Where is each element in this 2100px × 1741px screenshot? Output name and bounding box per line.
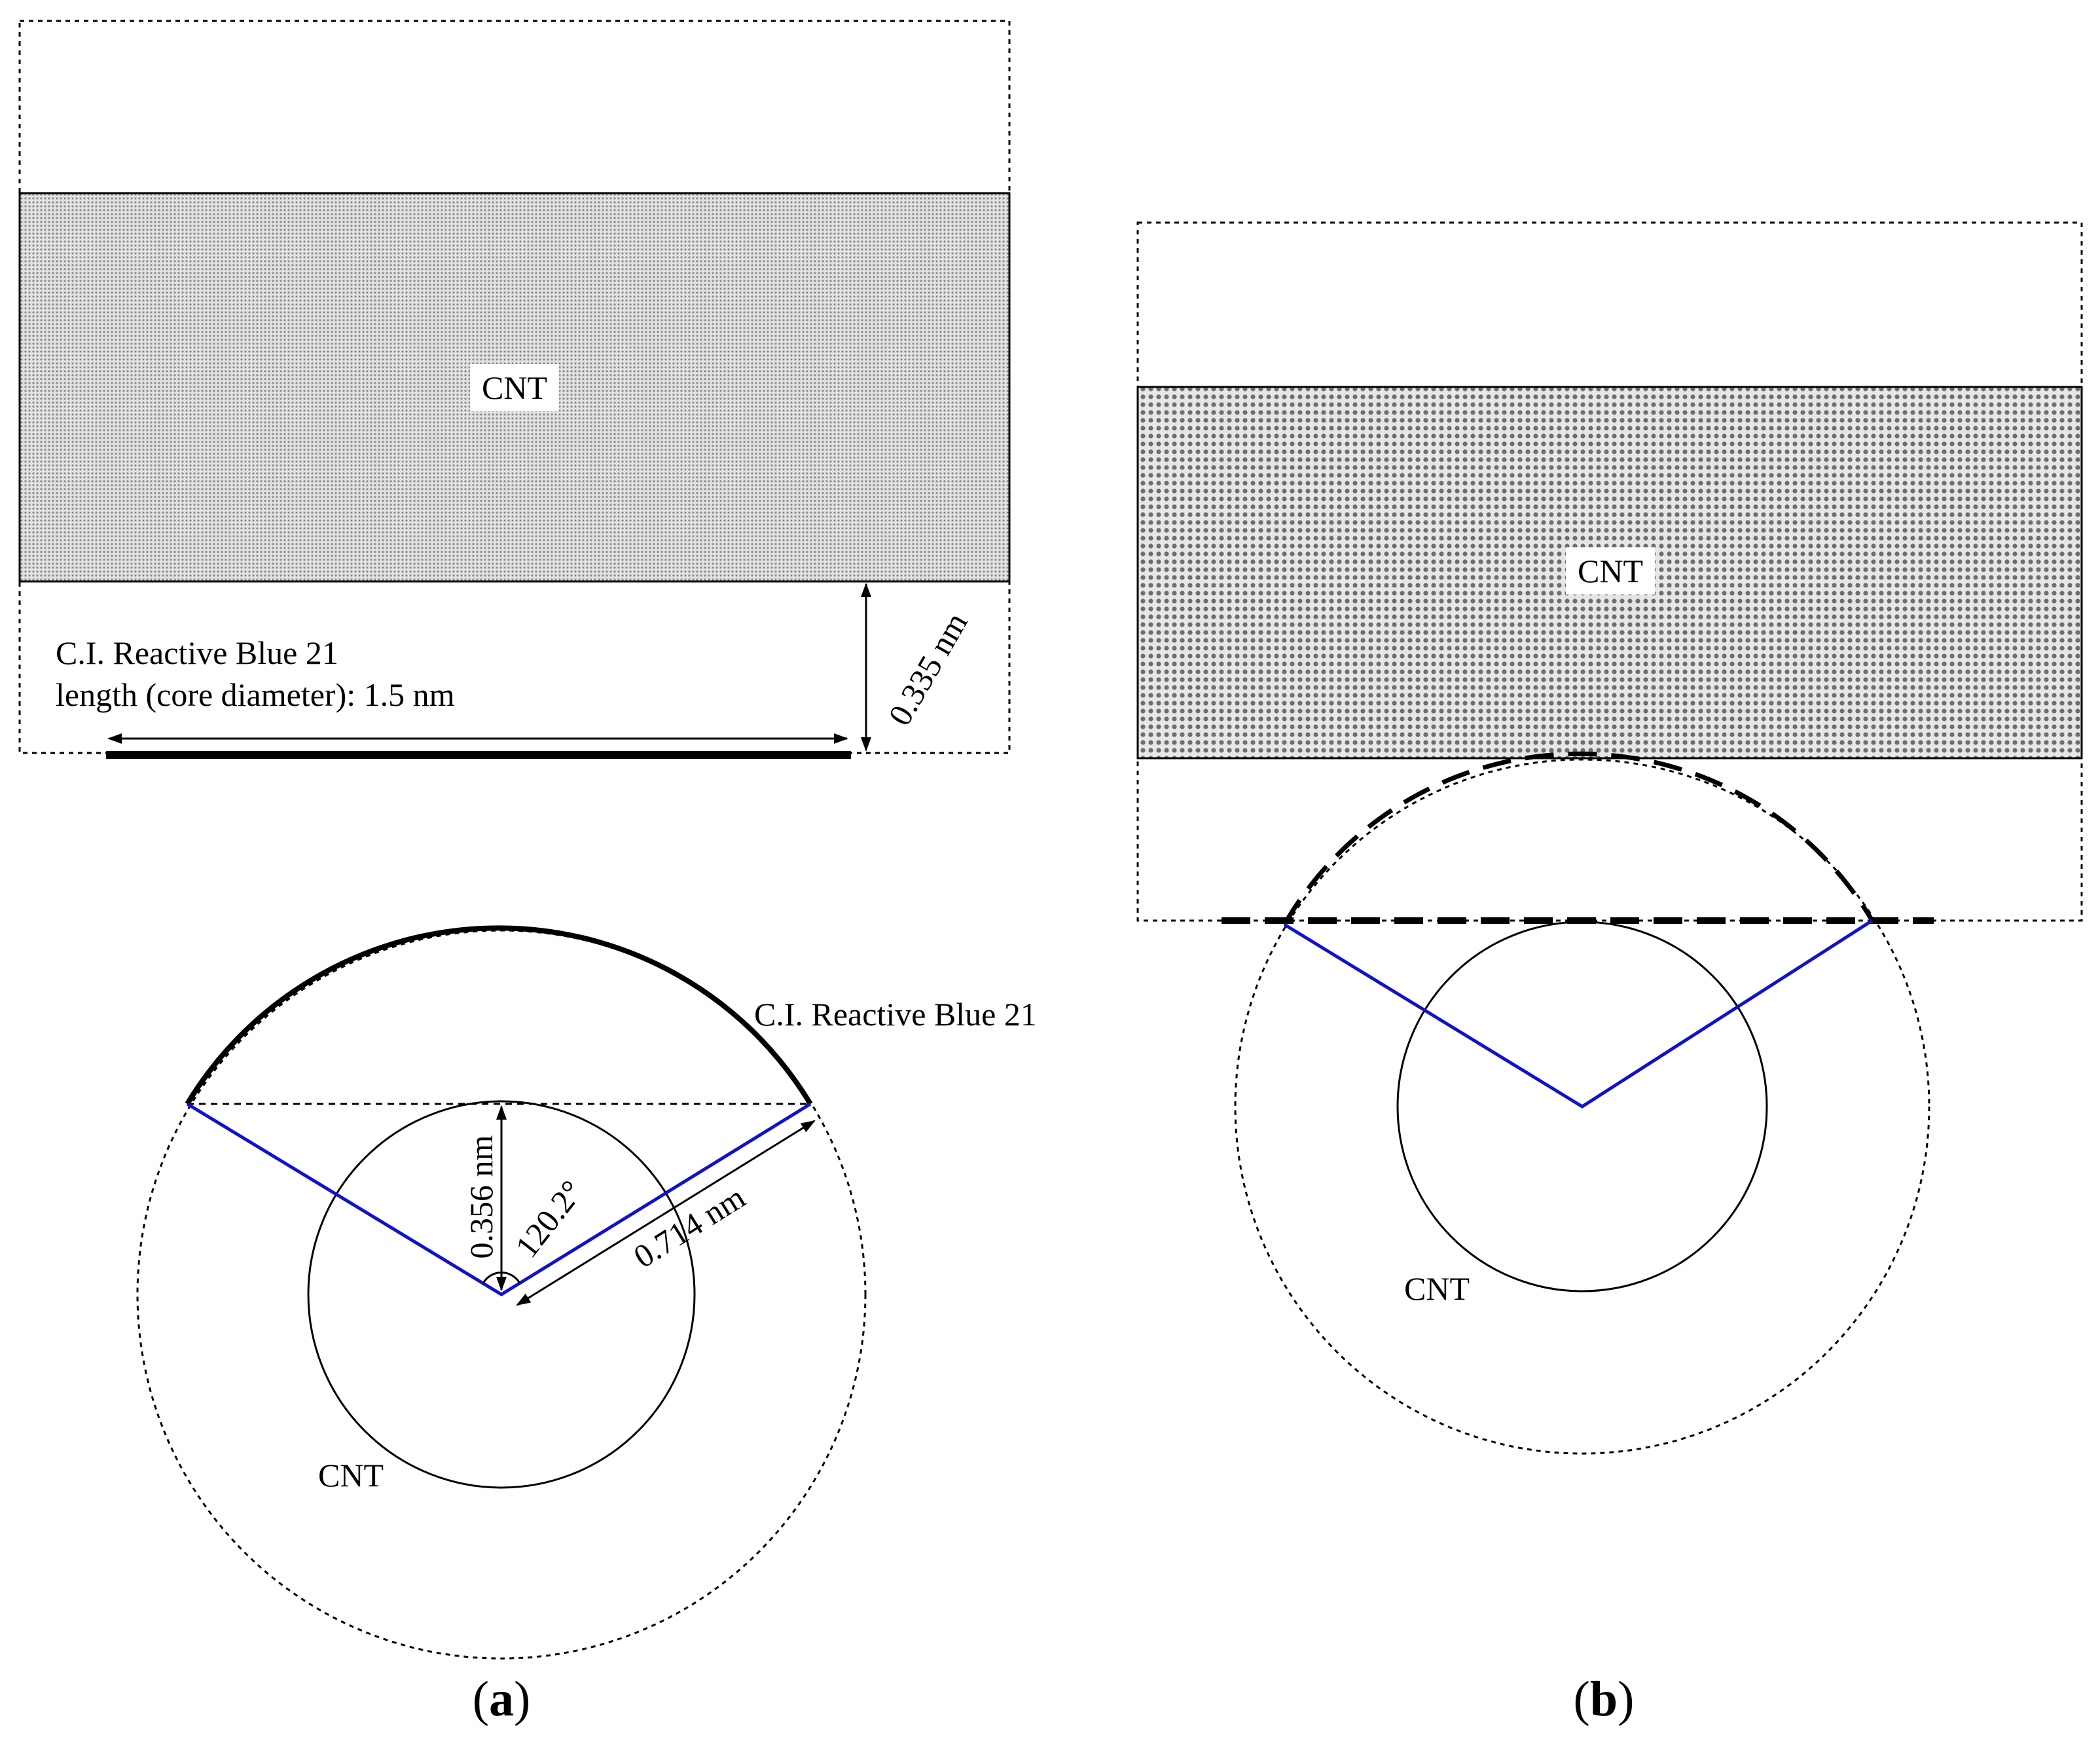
panel-a-cnt-label-bg xyxy=(470,364,559,411)
panel-b-caption: (b) xyxy=(1574,1672,1635,1727)
panel-b-outer-dotted-circle xyxy=(1234,758,1930,1455)
panel-a-dye-name: C.I. Reactive Blue 21 xyxy=(56,634,338,671)
panel-a-arm-dimension: 0.714 nm xyxy=(627,1179,751,1275)
panel-a-caption: (a) xyxy=(473,1672,531,1727)
panel-b-cnt-cross-circle xyxy=(1396,921,1768,1292)
panel-b-cnt-side-label: CNT xyxy=(1578,553,1643,589)
panel-a: CNT C.I. Reactive Blue 21 length (core d… xyxy=(18,20,1037,1727)
panel-a-simulation-box xyxy=(18,20,1011,754)
panel-b-cnt-cross-label: CNT xyxy=(1404,1270,1470,1307)
panel-a-gap-dimension: 0.335 nm xyxy=(881,606,975,732)
panel-a-cnt-cross-label: CNT xyxy=(318,1457,384,1494)
panel-a-angle-label: 120.2° xyxy=(508,1173,590,1264)
panel-a-dye-arc-label: C.I. Reactive Blue 21 xyxy=(754,996,1037,1033)
panel-a-radius-dimension: 0.356 nm xyxy=(463,1135,499,1258)
panel-b-dye-dashed-arc xyxy=(1282,751,1875,926)
panel-a-dye-arc xyxy=(185,925,813,1106)
panel-a-cnt-side-label: CNT xyxy=(482,369,547,406)
panel-b-blue-angle-lines xyxy=(1283,919,1874,1109)
panel-a-arm-arrow xyxy=(516,1120,816,1306)
panel-a-dye-length: length (core diameter): 1.5 nm xyxy=(56,676,455,713)
panel-b: CNT CNT (b) xyxy=(1136,221,2083,1727)
panel-b-cnt-label-bg xyxy=(1566,547,1655,595)
